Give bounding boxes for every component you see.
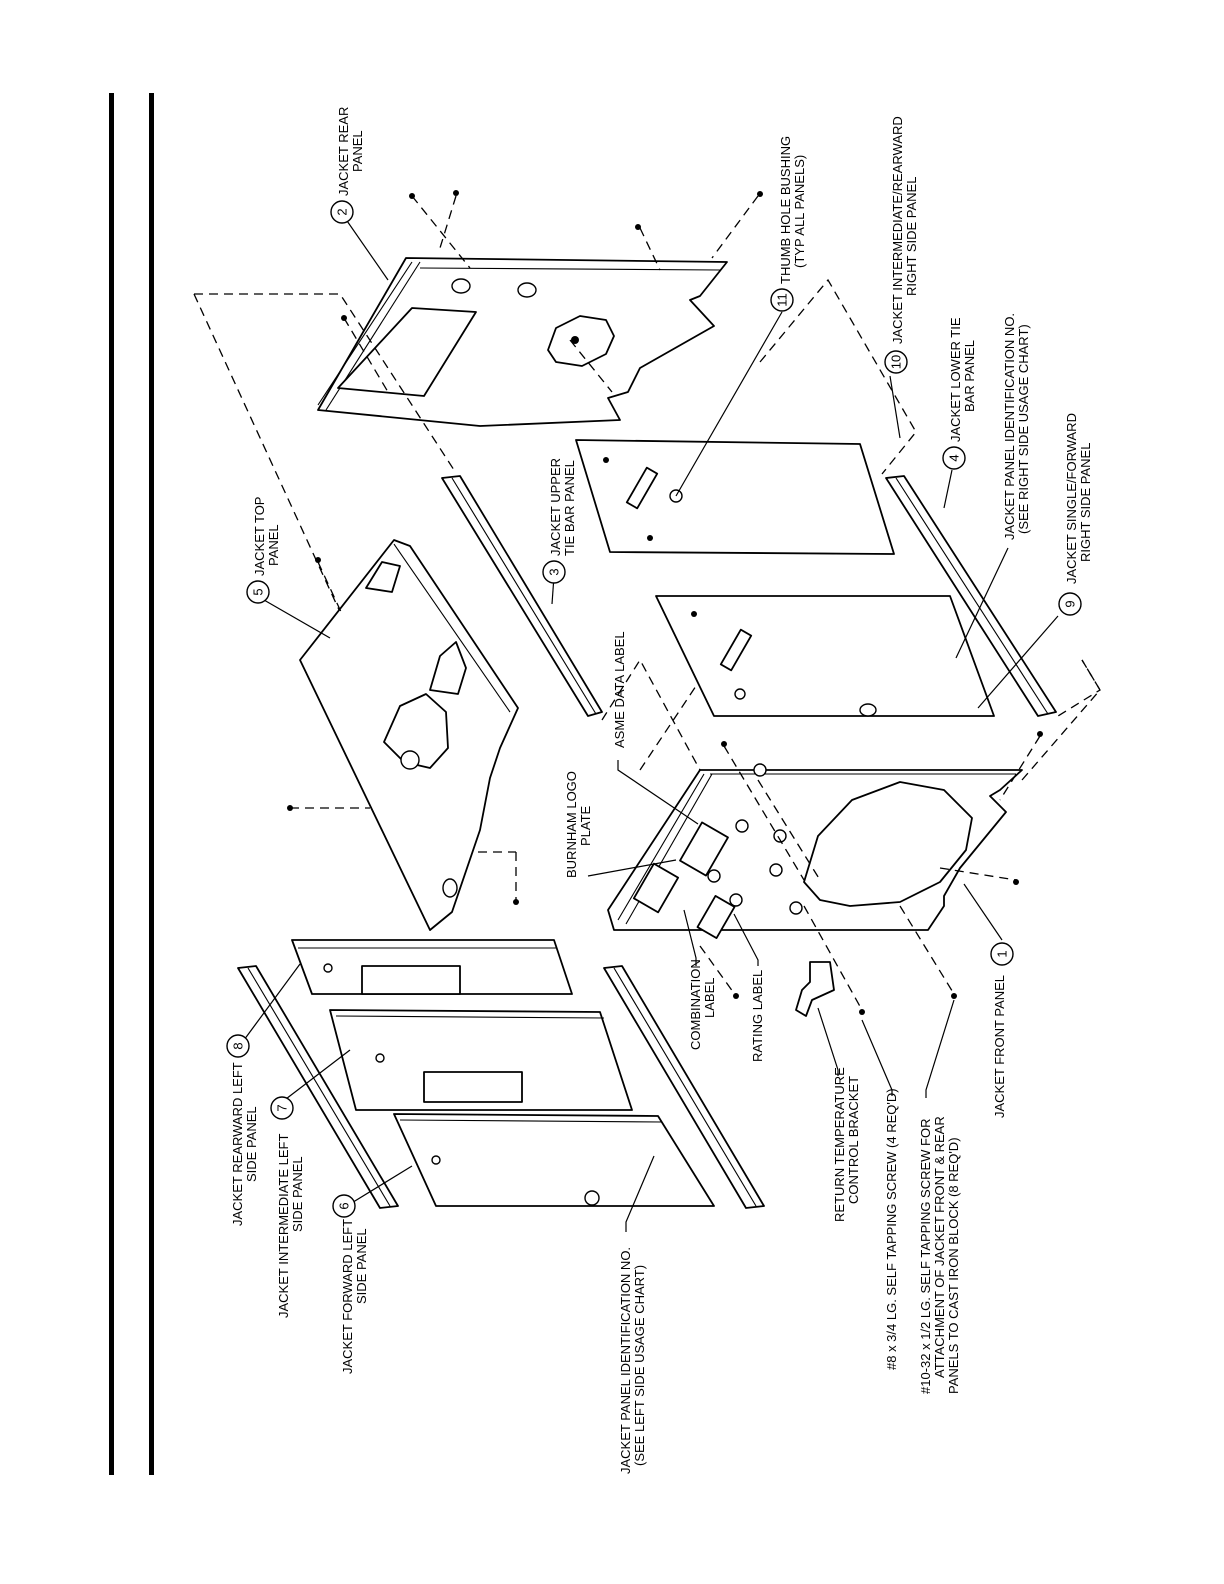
label-screw-8: #8 x 3/4 LG. SELF TAPPING SCREW (4 REQ'D… [884, 1088, 899, 1370]
callout-11: 11 [770, 288, 794, 312]
callout-7-number: 7 [275, 1104, 290, 1111]
label-screw-10-3: PANELS TO CAST IRON BLOCK (8 REQ'D) [946, 1137, 961, 1394]
label-left-rearward-1: JACKET REARWARD LEFT [230, 1062, 245, 1226]
callout-4-number: 4 [947, 454, 962, 461]
jacket-left-intermediate-panel [329, 1009, 633, 1111]
leader-lines [243, 217, 1059, 1232]
callout-10-number: 10 [889, 355, 904, 369]
label-burnham-logo-2: PLATE [578, 805, 593, 846]
label-jacket-front-panel: JACKET FRONT PANEL [992, 975, 1007, 1118]
left-border-rule-outer [109, 93, 114, 1475]
callout-5: 5 [246, 580, 270, 604]
label-thumb-hole-bushing-1: THUMB HOLE BUSHING [778, 136, 793, 284]
jacket-left-forward-panel [393, 1113, 715, 1207]
callout-8: 8 [226, 1034, 250, 1058]
label-left-rearward-2: SIDE PANEL [244, 1106, 259, 1182]
callout-6: 6 [332, 1194, 356, 1218]
callout-2: 2 [330, 200, 354, 224]
label-burnham-logo-1: BURNHAM LOGO [564, 771, 579, 878]
label-right-intermediate-2: RIGHT SIDE PANEL [904, 177, 919, 296]
label-jacket-rear-panel-1: JACKET REAR [336, 107, 351, 196]
callout-9: 9 [1058, 592, 1082, 616]
callout-6-number: 6 [337, 1202, 352, 1209]
callout-7: 7 [270, 1096, 294, 1120]
label-left-intermediate-2: SIDE PANEL [290, 1156, 305, 1232]
label-jacket-top-panel-2: PANEL [266, 524, 281, 566]
callout-1: 1 [990, 942, 1014, 966]
label-screw-10-2: ATTACHMENT OF JACKET FRONT & REAR [932, 1116, 947, 1378]
label-id-right-1: JACKET PANEL IDENTIFICATION NO. [1002, 313, 1017, 540]
label-right-forward-1: JACKET SINGLE/FORWARD [1064, 413, 1079, 584]
label-lower-tie-bar-1: JACKET LOWER TIE [948, 317, 963, 442]
label-combination-2: LABEL [702, 978, 717, 1018]
label-rating: RATING LABEL [750, 970, 765, 1062]
label-id-left-1: JACKET PANEL IDENTIFICATION NO. [618, 1247, 633, 1474]
label-upper-tie-bar-2: TIE BAR PANEL [562, 460, 577, 556]
label-right-intermediate-1: JACKET INTERMEDIATE/REARWARD [890, 116, 905, 344]
callout-1-number: 1 [995, 950, 1010, 957]
label-asme-data: ASME DATA LABEL [612, 631, 627, 748]
jacket-upper-tie-bar [441, 475, 603, 717]
callout-3-number: 3 [547, 568, 562, 575]
label-screw-10-1: #10-32 x 1/2 LG. SELF TAPPING SCREW FOR [918, 1119, 933, 1395]
label-jacket-top-panel-1: JACKET TOP [252, 497, 267, 576]
label-thumb-hole-bushing-2: (TYP ALL PANELS) [792, 155, 807, 268]
callout-5-number: 5 [251, 588, 266, 595]
label-left-forward-2: SIDE PANEL [354, 1228, 369, 1304]
label-combination-1: COMBINATION [688, 959, 703, 1050]
jacket-lower-tie-bar [885, 475, 1057, 717]
jacket-left-upper-tie-bar [237, 965, 399, 1209]
label-return-temp-2: CONTROL BRACKET [846, 1076, 861, 1204]
callout-3: 3 [542, 560, 566, 584]
jacket-left-rearward-panel [291, 939, 573, 995]
label-upper-tie-bar-1: JACKET UPPER [548, 458, 563, 556]
label-lower-tie-bar-2: BAR PANEL [962, 340, 977, 412]
label-left-forward-1: JACKET FORWARD LEFT [340, 1219, 355, 1374]
label-left-intermediate-1: JACKET INTERMEDIATE LEFT [276, 1134, 291, 1318]
callout-2-number: 2 [335, 208, 350, 215]
label-jacket-rear-panel-2: PANEL [350, 130, 365, 172]
label-return-temp-1: RETURN TEMPERATURE [832, 1067, 847, 1222]
left-border-rule-inner [149, 93, 154, 1475]
callout-9-number: 9 [1063, 600, 1078, 607]
jacket-right-intermediate-panel [575, 439, 895, 555]
callout-11-number: 11 [775, 293, 790, 307]
label-right-forward-2: RIGHT SIDE PANEL [1078, 443, 1093, 562]
jacket-top-panel [299, 539, 519, 931]
callout-10: 10 [884, 350, 908, 374]
label-id-right-2: (SEE RIGHT SIDE USAGE CHART) [1016, 324, 1031, 534]
jacket-rear-panel [317, 257, 728, 427]
jacket-right-forward-panel [655, 595, 995, 717]
jacket-front-panel [607, 763, 1023, 939]
label-id-left-2: (SEE LEFT SIDE USAGE CHART) [632, 1265, 647, 1466]
callout-8-number: 8 [231, 1042, 246, 1049]
callout-4: 4 [942, 446, 966, 470]
return-temperature-control-bracket [795, 961, 835, 1017]
jacket-left-lower-tie-bar [603, 965, 765, 1209]
